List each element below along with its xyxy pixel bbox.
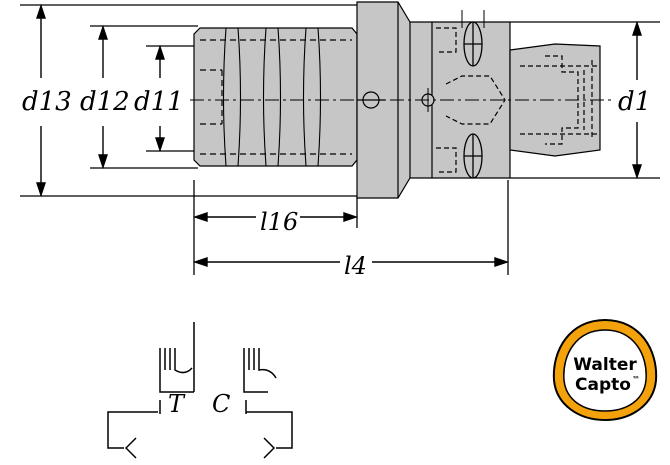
dim-label-l4: l4 [344, 252, 367, 280]
walter-capto-logo: Walter Capto ™ [552, 318, 658, 422]
extension-lines [20, 4, 660, 275]
dim-label-d13: d13 [22, 87, 72, 117]
dim-label-l16: l16 [260, 208, 298, 236]
dimension-arrows [36, 3, 642, 267]
dim-label-d12: d12 [80, 87, 130, 117]
coolant-label: C [212, 390, 230, 418]
logo-trademark: ™ [632, 375, 640, 384]
front-nose [509, 43, 601, 157]
dim-label-d1: d1 [618, 87, 651, 117]
logo-line1: Walter [573, 355, 637, 375]
shank [193, 27, 358, 167]
thread-coolant-pictogram [107, 322, 293, 459]
thread-label: T [168, 390, 186, 418]
dim-label-d11: d11 [134, 87, 184, 117]
logo-line2: Capto [575, 375, 631, 395]
clamping-screws [461, 10, 485, 179]
